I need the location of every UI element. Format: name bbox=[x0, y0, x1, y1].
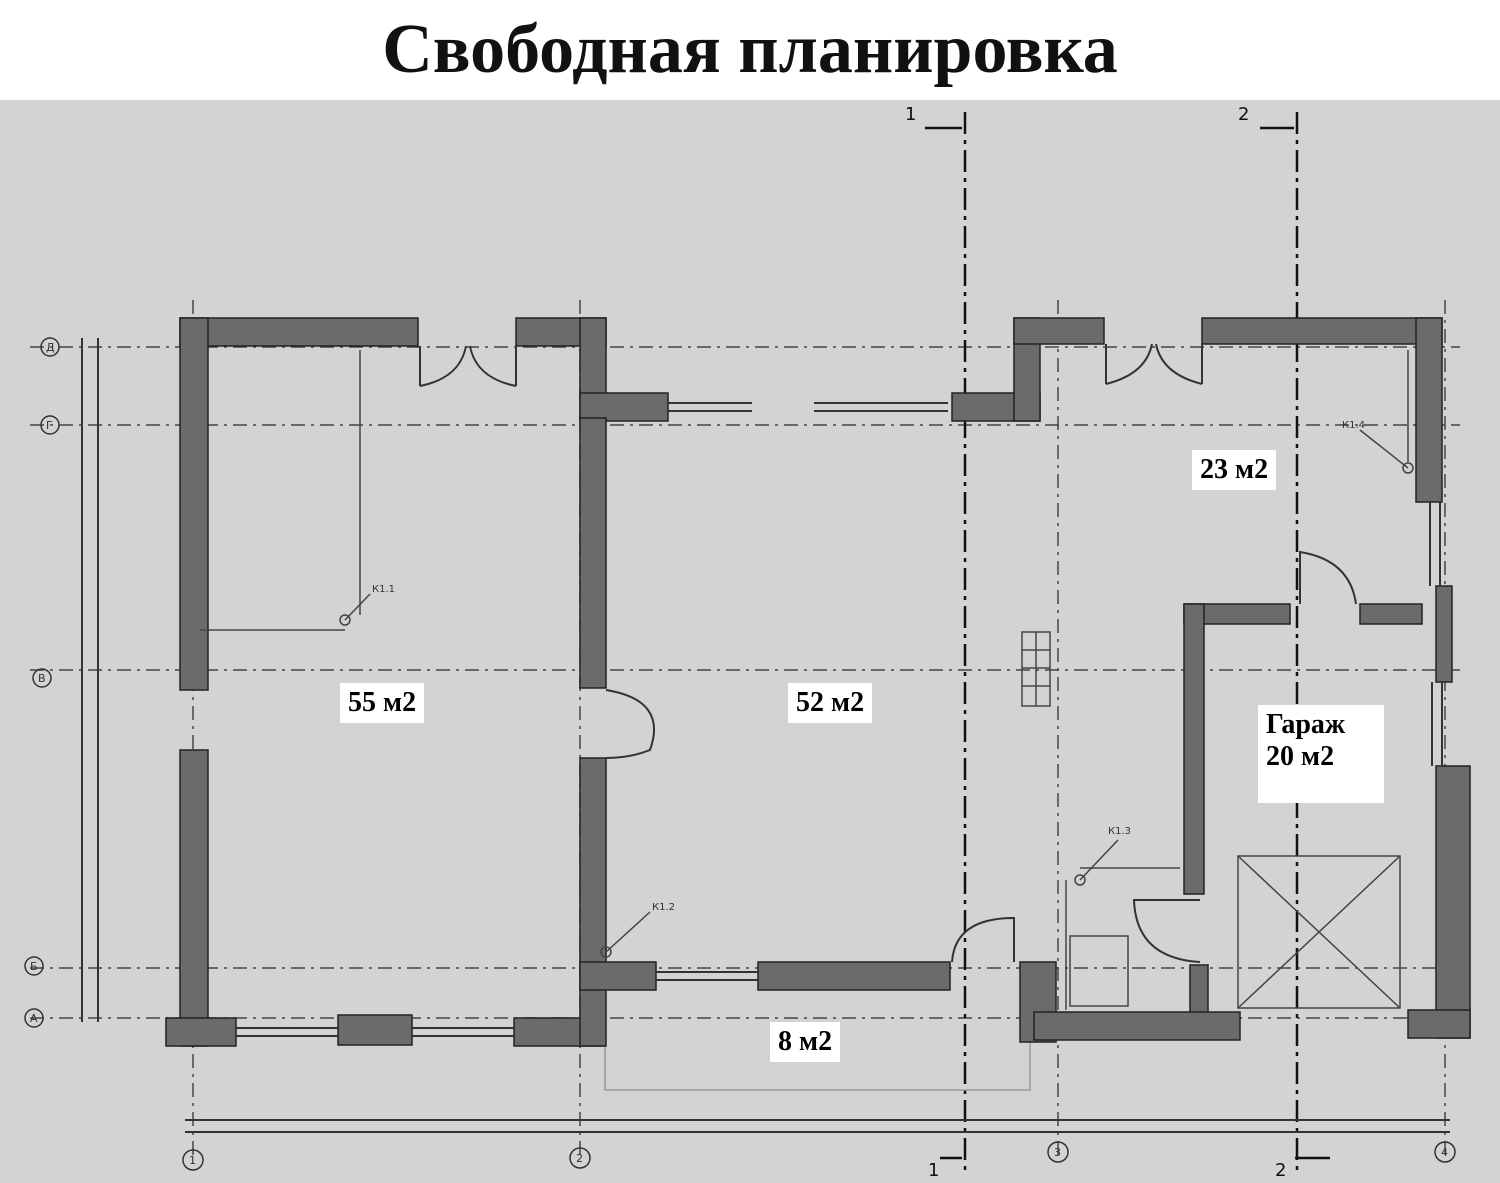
section-marks: 1 2 1 2 bbox=[905, 104, 1286, 1181]
wall bbox=[1013, 317, 1105, 345]
page-title: Свободная планировка bbox=[382, 11, 1118, 88]
section-arrows bbox=[925, 126, 1330, 1160]
section-mark-1-top: 1 bbox=[905, 104, 916, 125]
wall bbox=[179, 317, 209, 691]
door bbox=[1132, 899, 1201, 963]
section-mark-2-top: 2 bbox=[1238, 104, 1249, 125]
room-area-left: 55 м2 bbox=[340, 683, 425, 724]
dimension-lines bbox=[81, 338, 1450, 1133]
wall bbox=[1033, 1011, 1241, 1041]
annotations bbox=[200, 350, 1414, 1010]
drawing-sheet bbox=[0, 100, 1500, 1183]
terrace-outline bbox=[604, 1040, 1031, 1091]
node-labels: К1.1 К1.2 К1.3 К1.4 bbox=[372, 420, 1365, 913]
node-label: К1.4 bbox=[1342, 420, 1365, 431]
node-label: К1.1 bbox=[372, 584, 395, 595]
garage-area: 20 м2 bbox=[1266, 741, 1335, 773]
wall bbox=[1359, 603, 1423, 625]
grid-lines bbox=[30, 300, 1460, 1160]
node-label: К1.3 bbox=[1108, 826, 1131, 837]
double-door bbox=[1105, 343, 1203, 385]
wall bbox=[579, 757, 607, 1047]
axis-number-4: 4 bbox=[1441, 1146, 1448, 1159]
wall bbox=[1435, 765, 1471, 1039]
wall bbox=[579, 417, 607, 689]
node-marker bbox=[339, 614, 351, 626]
walls bbox=[165, 317, 1471, 1047]
double-door bbox=[419, 345, 517, 387]
axis-letter-v: В bbox=[38, 672, 46, 685]
node-marker bbox=[1074, 874, 1086, 886]
window-block bbox=[337, 1014, 413, 1046]
wall bbox=[1407, 1009, 1471, 1039]
section-mark-2-bottom: 2 bbox=[1275, 1160, 1286, 1181]
utility-box bbox=[1069, 935, 1129, 1007]
wall bbox=[1435, 585, 1453, 683]
node-marker bbox=[600, 946, 612, 958]
axis-letter-d: Д bbox=[46, 341, 55, 354]
axis-letter-b: Б bbox=[30, 960, 38, 973]
room-area-center: 52 м2 bbox=[788, 683, 873, 724]
door bbox=[951, 916, 1015, 963]
openings bbox=[236, 343, 1443, 1037]
wall bbox=[179, 317, 419, 347]
section-lines bbox=[963, 112, 1299, 1175]
wall bbox=[757, 961, 951, 991]
axis-number-1: 1 bbox=[189, 1154, 196, 1167]
section-mark-1-bottom: 1 bbox=[928, 1160, 939, 1181]
door bbox=[1299, 550, 1357, 605]
node-label: К1.2 bbox=[652, 902, 675, 913]
door bbox=[605, 689, 655, 759]
garage-label: Гараж 20 м2 bbox=[1258, 705, 1384, 803]
wall bbox=[1183, 603, 1205, 895]
axis-number-2: 2 bbox=[576, 1152, 583, 1165]
axis-markers: Д Г В Б А 1 2 3 4 bbox=[24, 337, 1456, 1171]
axis-letter-a: А bbox=[30, 1012, 38, 1025]
room-area-terrace: 8 м2 bbox=[770, 1022, 841, 1063]
axis-letter-g: Г bbox=[46, 419, 53, 432]
wall bbox=[579, 961, 657, 991]
garage-name: Гараж bbox=[1266, 709, 1346, 740]
node-marker bbox=[1402, 462, 1414, 474]
wall bbox=[579, 392, 669, 422]
wall bbox=[165, 1017, 237, 1047]
wall bbox=[1201, 317, 1443, 345]
garage-pit bbox=[1237, 855, 1401, 1009]
axis-number-3: 3 bbox=[1054, 1146, 1061, 1159]
room-area-entry: 23 м2 bbox=[1192, 450, 1277, 491]
wall bbox=[1415, 317, 1443, 503]
wall bbox=[179, 749, 209, 1047]
